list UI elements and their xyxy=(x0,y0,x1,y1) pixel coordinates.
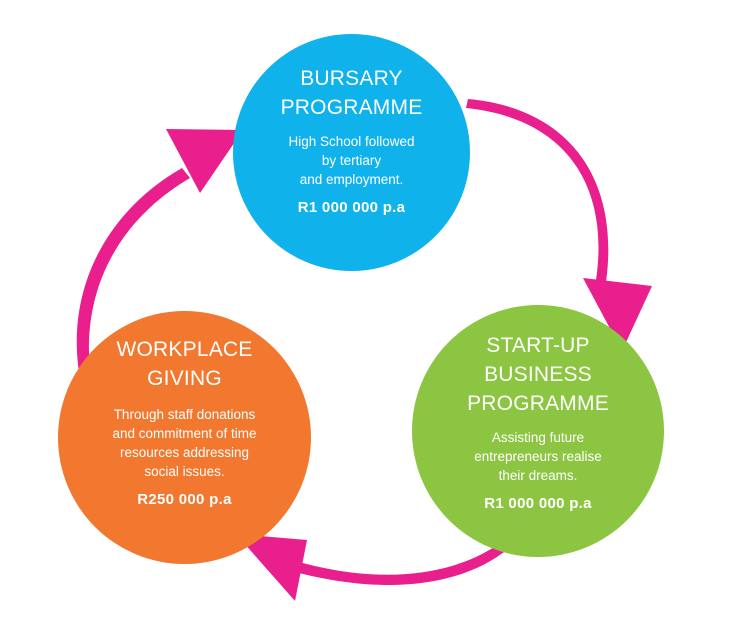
workplace-desc-line: social issues. xyxy=(144,464,225,479)
bursary-title: BURSARY PROGRAMME xyxy=(257,64,447,122)
workplace-amount: R250 000 p.a xyxy=(137,491,232,508)
workplace-desc-line: Through staff donations xyxy=(113,407,256,422)
startup-title-line: START-UP xyxy=(486,334,590,357)
bursary-amount: R1 000 000 p.a xyxy=(297,199,406,216)
bursary-title-line: PROGRAMME xyxy=(280,96,423,119)
startup-desc-line: entrepreneurs realise xyxy=(474,449,602,464)
workplace-desc-line: resources addressing xyxy=(119,445,250,460)
arrow-head xyxy=(166,129,243,193)
workplace-description: Through staff donations and commitment o… xyxy=(80,405,290,481)
workplace-giving-circle: WORKPLACE GIVING Through staff donations… xyxy=(58,311,311,564)
arrow-startup-to-workplace xyxy=(236,533,520,601)
startup-title-line: PROGRAMME xyxy=(467,392,609,415)
workplace-title-line: GIVING xyxy=(147,367,222,390)
startup-amount: R1 000 000 p.a xyxy=(484,495,592,512)
arrow-shaft xyxy=(288,533,520,586)
workplace-title-line: WORKPLACE xyxy=(116,338,253,361)
startup-title-line: BUSINESS xyxy=(484,363,592,386)
startup-desc-line: their dreams. xyxy=(498,468,578,483)
startup-title: START-UP BUSINESS PROGRAMME xyxy=(438,331,638,418)
workplace-title: WORKPLACE GIVING xyxy=(85,335,285,393)
startup-description: Assisting future entrepreneurs realise t… xyxy=(456,428,621,485)
bursary-desc-line: by tertiary xyxy=(321,153,382,168)
startup-desc-line: Assisting future xyxy=(491,430,585,445)
bursary-desc-line: and employment. xyxy=(299,172,404,187)
startup-business-programme-circle: START-UP BUSINESS PROGRAMME Assisting fu… xyxy=(412,305,664,557)
arrow-head xyxy=(583,278,652,351)
arrow-bursary-to-startup xyxy=(466,99,652,351)
arrow-head xyxy=(236,534,307,601)
bursary-description: High School followed by tertiary and emp… xyxy=(272,132,432,189)
bursary-title-line: BURSARY xyxy=(300,67,403,90)
workplace-desc-line: and commitment of time xyxy=(112,426,257,441)
arrow-shaft xyxy=(466,99,609,282)
bursary-programme-circle: BURSARY PROGRAMME High School followed b… xyxy=(233,34,470,271)
bursary-desc-line: High School followed xyxy=(288,134,415,149)
